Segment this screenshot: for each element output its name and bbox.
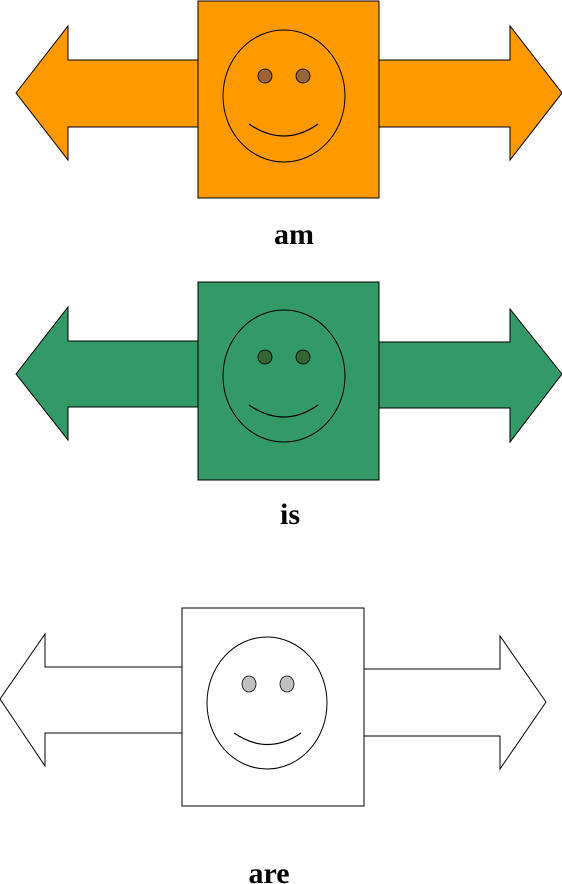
double-arrow-am-right <box>377 24 562 162</box>
smiley-face-icon-am <box>222 29 346 163</box>
row-is: is <box>15 281 562 531</box>
row-am: am <box>15 0 562 251</box>
smiley-face-icon-are <box>206 636 328 770</box>
left-eye-am <box>257 68 273 84</box>
double-arrow-am <box>15 24 201 162</box>
double-arrow-is <box>15 305 201 442</box>
row-are: are <box>0 607 547 884</box>
right-eye-am <box>295 68 311 84</box>
double-arrow-are-right <box>362 634 547 771</box>
double-arrow-are <box>0 632 184 768</box>
left-eye-is <box>257 349 273 365</box>
smile-are <box>233 732 302 745</box>
left-eye-are <box>241 675 257 693</box>
label-are: are <box>248 857 289 884</box>
smile-is <box>248 404 319 418</box>
double-arrow-is-right <box>377 307 562 444</box>
right-eye-is <box>295 349 311 365</box>
label-is: is <box>280 498 300 531</box>
smiley-face-icon-is <box>222 309 346 443</box>
right-eye-are <box>279 675 295 693</box>
smile-am <box>248 123 319 137</box>
label-am: am <box>274 218 314 251</box>
